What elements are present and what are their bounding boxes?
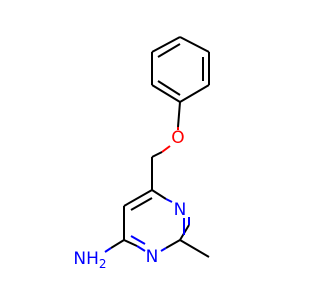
bond-oxygen-ch2-colored xyxy=(161,145,171,153)
pyrimidine-ring xyxy=(123,189,190,252)
atom-label-n1: N xyxy=(174,200,187,220)
bond xyxy=(179,36,210,53)
amine-subscript: 2 xyxy=(99,257,107,271)
atom-label-amine: NH2 xyxy=(73,249,106,271)
double-bond-inner xyxy=(130,235,146,245)
bond-amine xyxy=(110,239,125,249)
bond xyxy=(151,189,167,200)
bond xyxy=(179,84,210,103)
bond-oxygen-ch2 xyxy=(151,151,163,158)
bond-colored xyxy=(136,245,146,252)
bond-ring-oxygen xyxy=(177,101,181,128)
bond-colored xyxy=(160,247,167,252)
double-bond-inner xyxy=(130,197,153,211)
molecule-structure: O N N NH2 xyxy=(0,0,300,300)
bond-amine-colored xyxy=(104,247,112,253)
bond xyxy=(123,239,138,247)
bond-methyl xyxy=(179,239,210,258)
bond xyxy=(123,189,153,207)
bond xyxy=(151,36,181,53)
structure-canvas: O N N NH2 xyxy=(0,0,300,300)
amine-nh: NH xyxy=(73,249,99,269)
double-bond-inner xyxy=(157,80,181,96)
atom-label-oxygen: O xyxy=(171,128,184,148)
background xyxy=(0,0,300,300)
bond xyxy=(165,239,181,249)
double-bond-inner xyxy=(157,43,181,58)
atom-label-n3: N xyxy=(146,247,159,267)
bond xyxy=(151,84,181,103)
phenyl-ring xyxy=(151,36,210,103)
bond-colored xyxy=(165,198,173,203)
